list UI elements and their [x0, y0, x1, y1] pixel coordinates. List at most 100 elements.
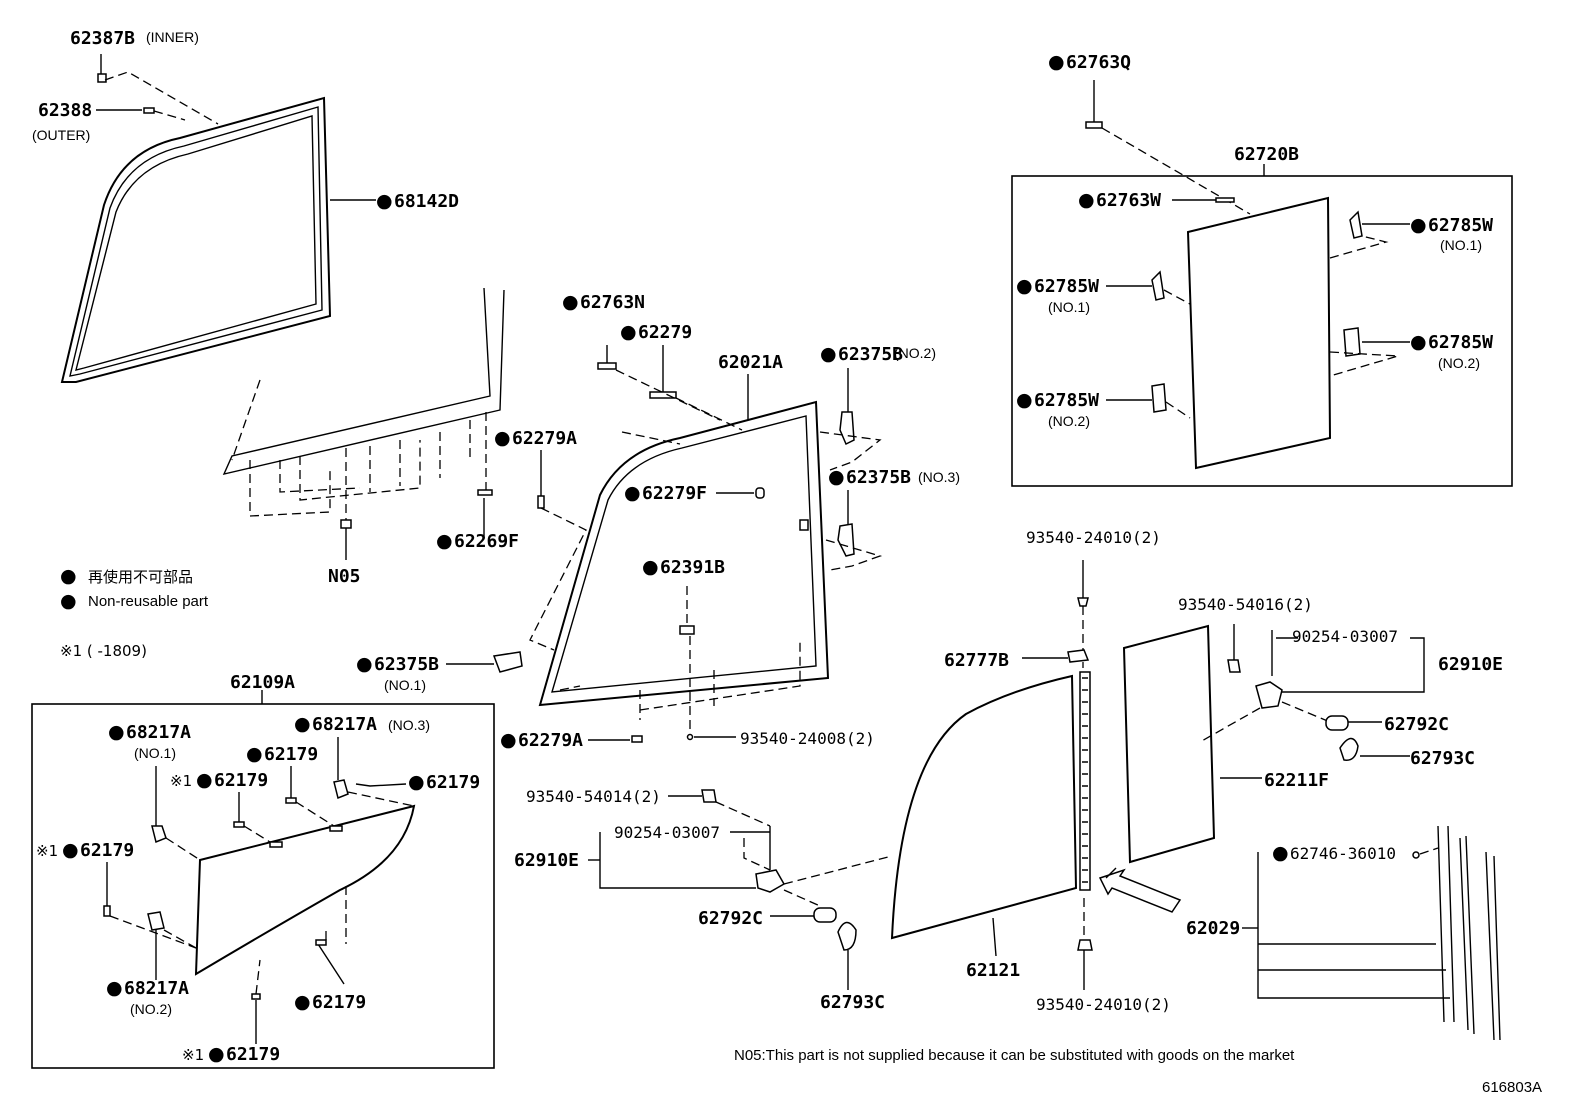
hinge-62910E-l: [755, 869, 786, 893]
cap-62793C-r: [1339, 737, 1359, 761]
clip-62763W: [1215, 197, 1235, 203]
label-62763Q: 62763Q: [1066, 52, 1131, 73]
label-62375B-no1: 62375B: [374, 654, 439, 675]
legend-ja: 再使用不可部品: [88, 568, 193, 586]
bullet: ●: [62, 839, 79, 861]
note-mark: ※1: [170, 772, 192, 790]
glass-62121: [890, 674, 1078, 940]
clip-68217A-no2: [147, 911, 165, 931]
box-62109A: [31, 703, 495, 1069]
label-93540-24010-top: 93540-24010(2): [1026, 528, 1161, 547]
direction-arrow: [1098, 868, 1182, 913]
label-62029: 62029: [1186, 918, 1240, 939]
plate-62792C-l: [813, 907, 837, 923]
diagram-ref-code: 616803A: [1482, 1079, 1542, 1096]
clip-62785W-l1: [1151, 270, 1165, 301]
bullet: ●: [1048, 51, 1065, 73]
bullet: ●: [436, 530, 453, 552]
label-62785W-l2: 62785W: [1034, 390, 1099, 411]
clip-62179-c: [285, 797, 297, 804]
note-mark: ※1: [182, 1046, 204, 1064]
note-no1: (NO.1): [1048, 299, 1090, 315]
label-62279F: 62279F: [642, 483, 707, 504]
note-no3: (NO.3): [918, 469, 960, 485]
label-90254-03007-l: 90254-03007: [614, 823, 720, 842]
note-no2: (NO.2): [1438, 355, 1480, 371]
bullet: ●: [642, 556, 659, 578]
clip-62785W-r1: [1349, 210, 1363, 239]
clip-62785W-l2: [1151, 383, 1167, 413]
label-62279: 62279: [638, 322, 692, 343]
bullet: ●: [500, 729, 517, 751]
bullet: ●: [1410, 214, 1427, 236]
note-no3: (NO.3): [388, 717, 430, 733]
label-62021A: 62021A: [718, 352, 783, 373]
label-62785W-l1: 62785W: [1034, 276, 1099, 297]
weatherstrip-68142D: [60, 96, 332, 383]
note-no2: (NO.2): [1048, 413, 1090, 429]
note-no1: (NO.1): [134, 745, 176, 761]
legend-en: Non-reusable part: [88, 593, 209, 610]
label-93540-54016: 93540-54016(2): [1178, 595, 1313, 614]
bullet: ●: [108, 721, 125, 743]
label-62375B-no3: 62375B: [846, 467, 911, 488]
note-inner: (INNER): [146, 29, 199, 45]
hinge-62910E-r: [1255, 681, 1283, 709]
clip-62279A-top: [537, 495, 545, 509]
legend-bullet: ●: [60, 565, 77, 587]
clip-N05: [340, 519, 352, 529]
glass-62109A: [194, 804, 416, 976]
clip-62785W-r2: [1343, 327, 1361, 357]
bullet: ●: [356, 653, 373, 675]
bullet: ●: [246, 743, 263, 765]
frame-lower: [222, 287, 505, 520]
clip-62179-b: [233, 821, 245, 828]
clip-62387B: [97, 73, 107, 83]
bullet: ●: [294, 991, 311, 1013]
label-62793C-r: 62793C: [1410, 748, 1475, 769]
label-68217A-no3: 68217A: [312, 714, 377, 735]
label-62792C-r: 62792C: [1384, 714, 1449, 735]
label-62179-d: 62179: [80, 840, 134, 861]
note-no1: (NO.1): [1440, 237, 1482, 253]
label-62763N: 62763N: [580, 292, 645, 313]
clip-62179-a: [103, 905, 111, 917]
legend-note: ※1 ( -1809): [60, 642, 147, 660]
legend-bullet: ●: [60, 590, 77, 612]
box-62720B: [1011, 175, 1513, 487]
bullet: ●: [624, 482, 641, 504]
screw-93540-54016: [1227, 659, 1241, 673]
label-N05: N05: [328, 566, 361, 587]
label-93540-24008: 93540-24008(2): [740, 729, 875, 748]
label-62375B-no2: 62375B: [838, 344, 903, 365]
bullet: ●: [376, 190, 393, 212]
clip-62269F: [477, 489, 493, 496]
clip-62179-g: [269, 841, 283, 848]
label-90254-03007-r: 90254-03007: [1292, 627, 1398, 646]
note-no2: (NO.2): [130, 1001, 172, 1017]
label-62279A-bot: 62279A: [518, 730, 583, 751]
clip-62391B: [679, 625, 695, 635]
label-62279A-top: 62279A: [512, 428, 577, 449]
clip-62375B-no2: [839, 411, 855, 446]
channel-62211F-strip: [1079, 671, 1091, 891]
clip-62279F: [755, 487, 765, 499]
glass-62211F: [1122, 624, 1216, 864]
screw-93540-24008: [686, 733, 694, 741]
bullet: ●: [828, 466, 845, 488]
label-62720B: 62720B: [1234, 144, 1299, 165]
note-outer: (OUTER): [32, 127, 90, 143]
label-68142D: 68142D: [394, 191, 459, 212]
clip-68217A-no1: [151, 825, 167, 844]
label-68217A-no1: 68217A: [126, 722, 191, 743]
label-62792C-l: 62792C: [698, 908, 763, 929]
bullet: ●: [1410, 331, 1427, 353]
label-62269F: 62269F: [454, 531, 519, 552]
bullet: ●: [294, 713, 311, 735]
screw-93540-54014: [701, 789, 717, 803]
label-62211F: 62211F: [1264, 770, 1329, 791]
clip-62179-f: [251, 993, 261, 1000]
label-62910E-l: 62910E: [514, 850, 579, 871]
label-62179-a: 62179: [264, 744, 318, 765]
